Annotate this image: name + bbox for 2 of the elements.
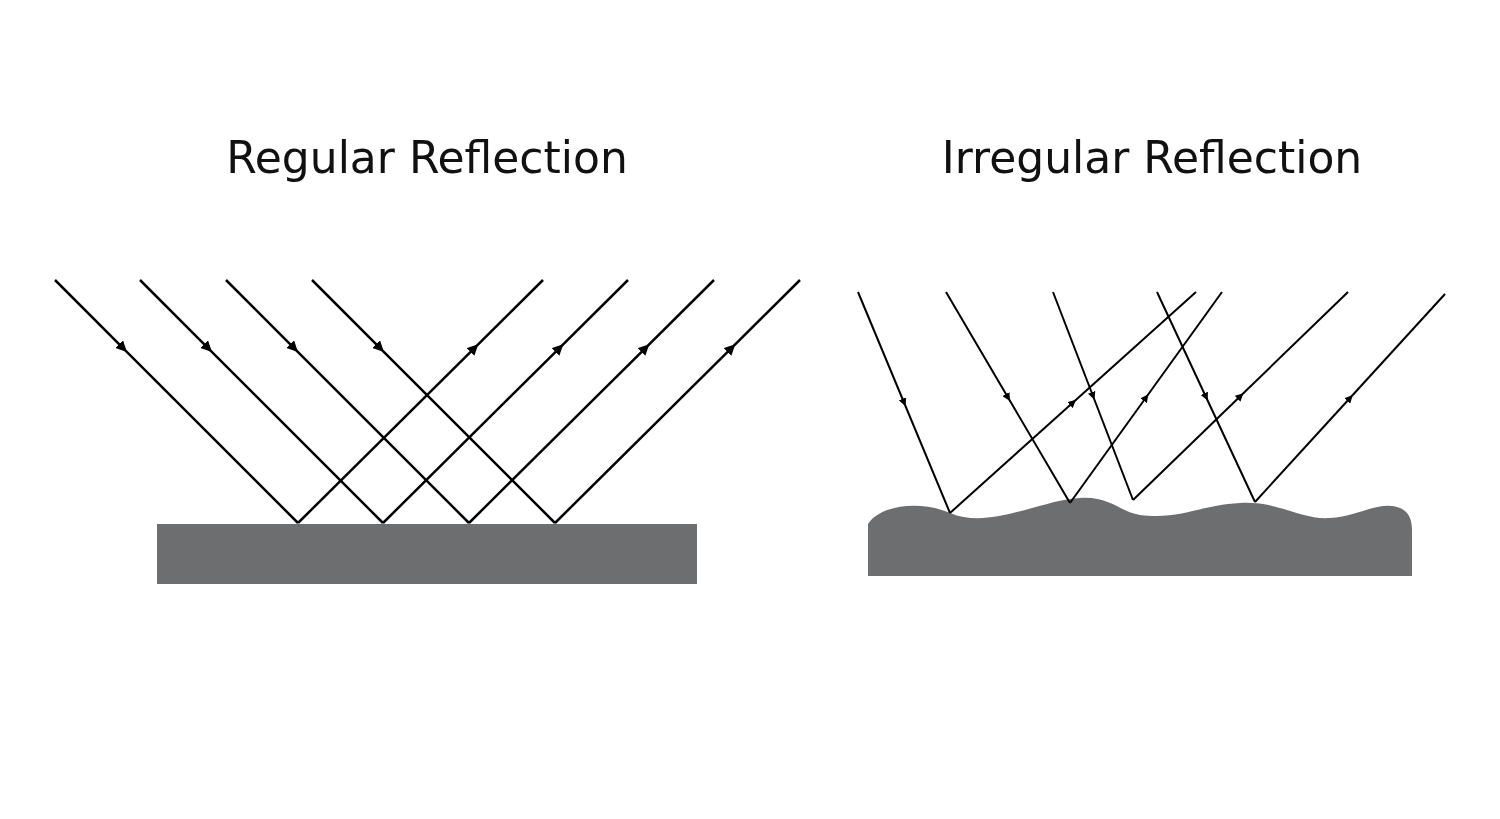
heading: Irregular Reflection bbox=[941, 132, 1363, 183]
heading: Regular Reflection bbox=[226, 132, 628, 183]
